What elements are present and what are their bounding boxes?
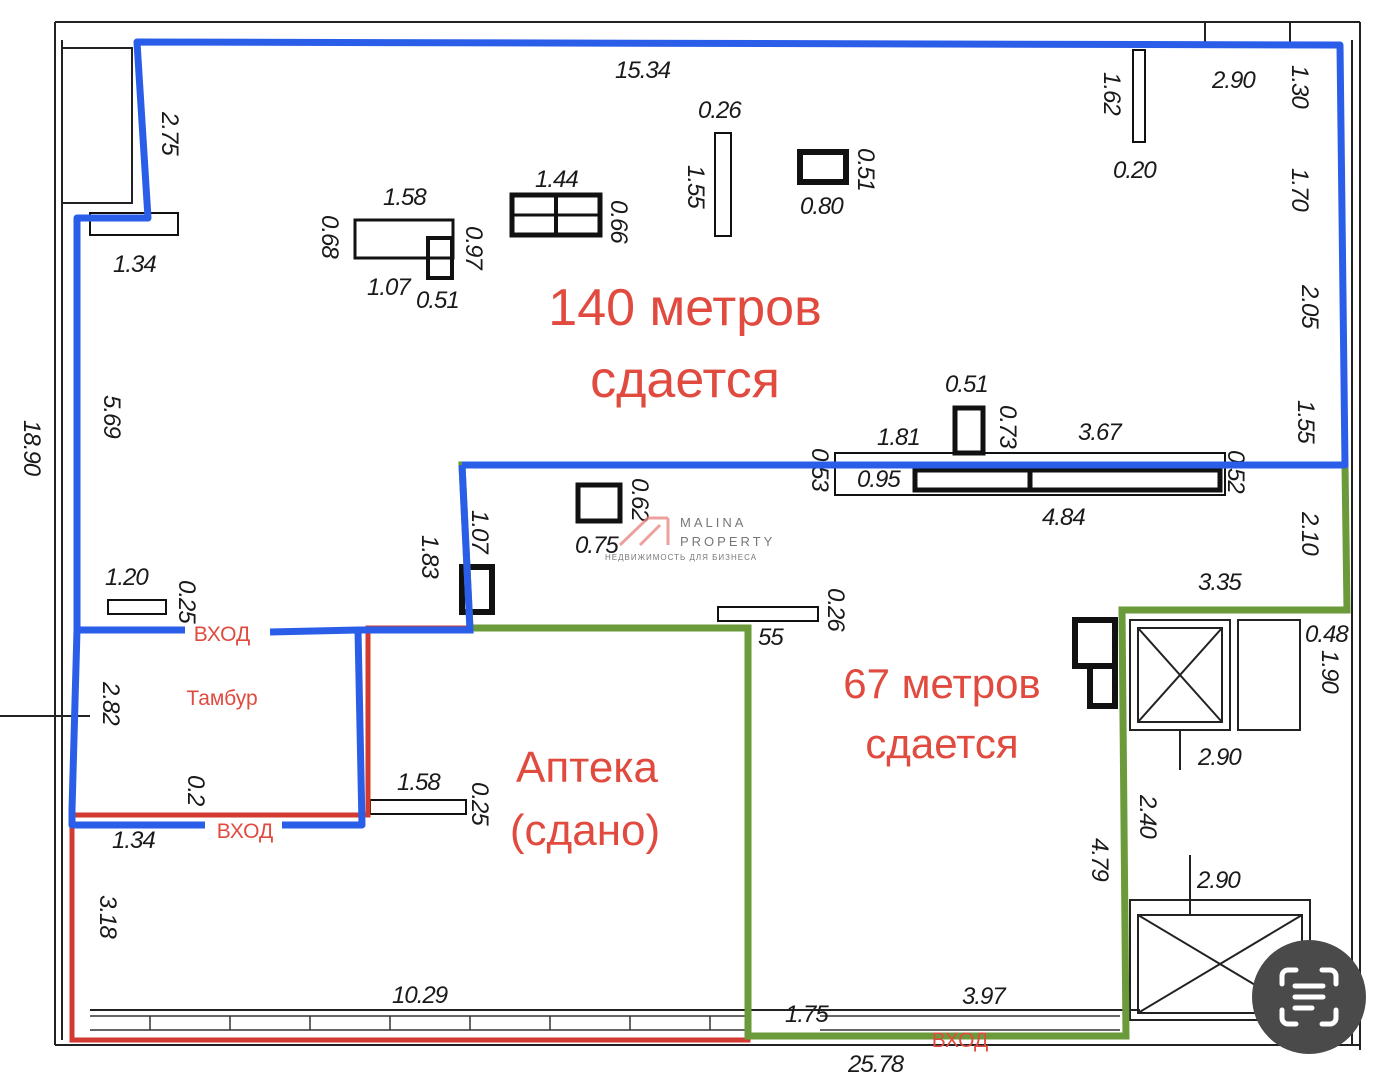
dim-5-69: 5.69	[98, 395, 125, 438]
zone-140-outline	[73, 38, 1349, 634]
dim-0-51-c: 0.51	[945, 371, 988, 398]
dim-0-66: 0.66	[605, 200, 632, 244]
dim-1-83: 1.83	[416, 535, 443, 579]
text-scan-icon	[1279, 967, 1339, 1027]
dim-0-73: 0.73	[994, 405, 1021, 449]
dim-1-90: 1.90	[1316, 650, 1343, 694]
dim-2-05: 2.05	[1296, 284, 1323, 329]
dim-1-55: 1.55	[682, 165, 709, 209]
dim-0-62: 0.62	[626, 478, 653, 521]
zone-67-outline	[458, 461, 1351, 1040]
dim-3-35: 3.35	[1198, 569, 1242, 596]
dim-0-51-a: 0.51	[416, 287, 459, 314]
dim-1-44: 1.44	[535, 166, 578, 193]
dim-10-29: 10.29	[392, 982, 448, 1009]
dim-0-51-b: 0.51	[852, 148, 879, 191]
dim-0-26-a: 0.26	[698, 97, 742, 124]
pharmacy-status: (сдано)	[510, 806, 660, 855]
text-scan-button[interactable]	[1252, 940, 1366, 1054]
watermark-tagline: НЕДВИЖИМОСТЬ ДЛЯ БИЗНЕСА	[605, 553, 757, 562]
dim-4-84: 4.84	[1042, 504, 1085, 531]
dim-0-95: 0.95	[857, 466, 901, 493]
dim-0-25-a: 0.25	[173, 580, 200, 624]
dim-18-90: 18.90	[18, 420, 45, 477]
main-area-status: сдается	[590, 351, 780, 409]
side-area-size: 67 метров	[843, 660, 1041, 707]
zone-140-link	[358, 464, 474, 634]
main-area-size: 140 метров	[548, 279, 821, 337]
dim-1-81: 1.81	[877, 424, 920, 451]
dim-0-97: 0.97	[460, 226, 487, 271]
dim-0-53: 0.53	[806, 448, 833, 492]
dim-1-07-b: 1.07	[466, 510, 493, 555]
dim-1-30: 1.30	[1286, 65, 1313, 109]
watermark: MALINA PROPERTY НЕДВИЖИМОСТЬ ДЛЯ БИЗНЕСА	[605, 515, 775, 562]
structural-columns	[89, 49, 1226, 815]
dim-0-2: 0.2	[182, 775, 209, 806]
dim-1-20: 1.20	[105, 564, 149, 591]
dim-1-75: 1.75	[785, 1001, 829, 1028]
dim-15-34: 15.34	[615, 57, 671, 84]
dim-0-25-b: 0.25	[466, 782, 493, 826]
dim-1-07-a: 1.07	[367, 274, 412, 301]
dim-55: 55	[758, 624, 784, 651]
dim-3-67: 3.67	[1078, 419, 1123, 446]
dim-2-40: 2.40	[1134, 794, 1161, 839]
dim-0-20: 0.20	[1113, 157, 1157, 184]
dim-0-48: 0.48	[1305, 621, 1349, 648]
dim-0-75: 0.75	[575, 532, 619, 559]
dim-1-62: 1.62	[1098, 72, 1125, 115]
dimension-labels: 15.34 2.75 1.34 5.69 18.90 1.20 0.25 2.8…	[18, 57, 1350, 1078]
watermark-brand-line2: PROPERTY	[680, 534, 775, 549]
entrance-label-bottom: ВХОД	[932, 1029, 989, 1052]
dim-3-97: 3.97	[962, 983, 1007, 1010]
watermark-brand-line1: MALINA	[680, 515, 746, 530]
watermark-logo-icon	[618, 516, 670, 547]
window-bands	[90, 1015, 1120, 1031]
entrance-label-top: ВХОД	[194, 623, 251, 646]
dim-1-70: 1.70	[1286, 168, 1313, 212]
pharmacy-label: Аптека	[516, 743, 659, 792]
dim-2-75: 2.75	[156, 111, 183, 156]
dim-0-80: 0.80	[800, 193, 844, 220]
vestibule-outline	[68, 629, 205, 829]
side-area-status: сдается	[865, 720, 1018, 767]
dim-3-18: 3.18	[94, 895, 121, 939]
dim-2-90-c: 2.90	[1196, 867, 1241, 894]
dim-0-52: 0.52	[1222, 450, 1249, 493]
dim-0-26-b: 0.26	[822, 588, 849, 632]
building-walls	[0, 21, 1361, 1050]
dim-25-78: 25.78	[847, 1051, 905, 1078]
dim-2-10: 2.10	[1296, 511, 1323, 556]
dim-2-90-a: 2.90	[1211, 67, 1256, 94]
entrance-label-mid: ВХОД	[217, 820, 274, 843]
dim-4-79: 4.79	[1086, 838, 1113, 881]
dim-1-34-top: 1.34	[113, 251, 156, 278]
dim-1-55-b: 1.55	[1292, 400, 1319, 444]
vestibule-label: Тамбур	[186, 687, 257, 710]
dim-1-58-top: 1.58	[383, 184, 427, 211]
dim-2-90-b: 2.90	[1197, 744, 1242, 771]
dim-2-82: 2.82	[97, 681, 124, 725]
dim-1-34-bot: 1.34	[112, 827, 155, 854]
zone-140-outline-lower	[269, 626, 366, 829]
dim-0-68: 0.68	[316, 215, 343, 259]
dim-1-58-b: 1.58	[397, 769, 441, 796]
